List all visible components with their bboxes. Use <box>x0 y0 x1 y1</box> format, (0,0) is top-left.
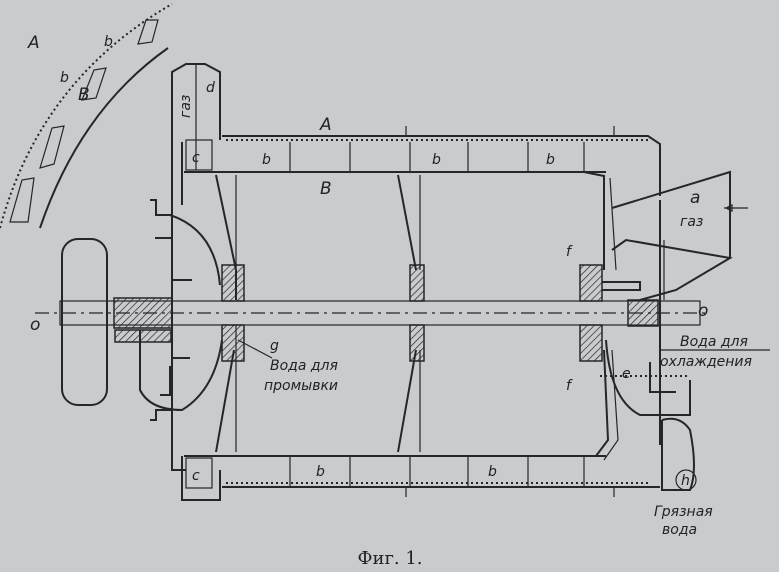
label-arc-b2: b <box>104 34 113 50</box>
label-h: h <box>681 473 690 489</box>
label-arc-a: A <box>27 33 40 53</box>
label-o-right: o <box>698 301 708 321</box>
label-wash-water-2: промывки <box>264 378 338 394</box>
figure-caption: Фиг. 1. <box>358 548 423 569</box>
label-c-bottom: c <box>192 468 200 484</box>
label-drum-b: B <box>320 179 332 199</box>
label-a: a <box>690 188 700 208</box>
label-b-top-2: b <box>432 152 441 168</box>
label-g: g <box>270 338 279 354</box>
label-gas-inlet: газ <box>680 214 703 230</box>
label-d: d <box>206 80 215 96</box>
label-cool-water-2: охлаждения <box>660 354 752 370</box>
labels: A b b B газ d A c c b b b B a газ f o o … <box>27 33 752 538</box>
label-arc-b1: b <box>60 70 69 86</box>
bearing-housings <box>113 200 697 491</box>
label-b-top-1: b <box>262 152 271 168</box>
label-e: e <box>622 366 631 382</box>
label-casing-a: A <box>319 115 332 135</box>
label-f-bottom: f <box>566 378 573 394</box>
label-dirty-water-1: Грязная <box>654 504 713 520</box>
label-arc-b: B <box>78 85 90 105</box>
gas-inlet <box>611 170 748 301</box>
shaft <box>35 300 710 326</box>
label-dirty-water-2: вода <box>662 522 697 538</box>
label-o-left: o <box>30 315 40 335</box>
label-f-top: f <box>566 244 573 260</box>
label-wash-water-1: Вода для <box>270 358 338 374</box>
label-b-bottom-2: b <box>488 464 497 480</box>
rotating-drum <box>215 171 619 461</box>
label-b-top-3: b <box>546 152 555 168</box>
pulley-wheel <box>61 238 108 406</box>
label-gas-outlet: газ <box>178 95 194 118</box>
label-b-bottom-1: b <box>316 464 325 480</box>
label-cool-water-1: Вода для <box>680 334 748 350</box>
label-c-top: c <box>192 150 200 166</box>
outer-casing <box>181 126 661 501</box>
section-arc-inset <box>0 3 173 229</box>
